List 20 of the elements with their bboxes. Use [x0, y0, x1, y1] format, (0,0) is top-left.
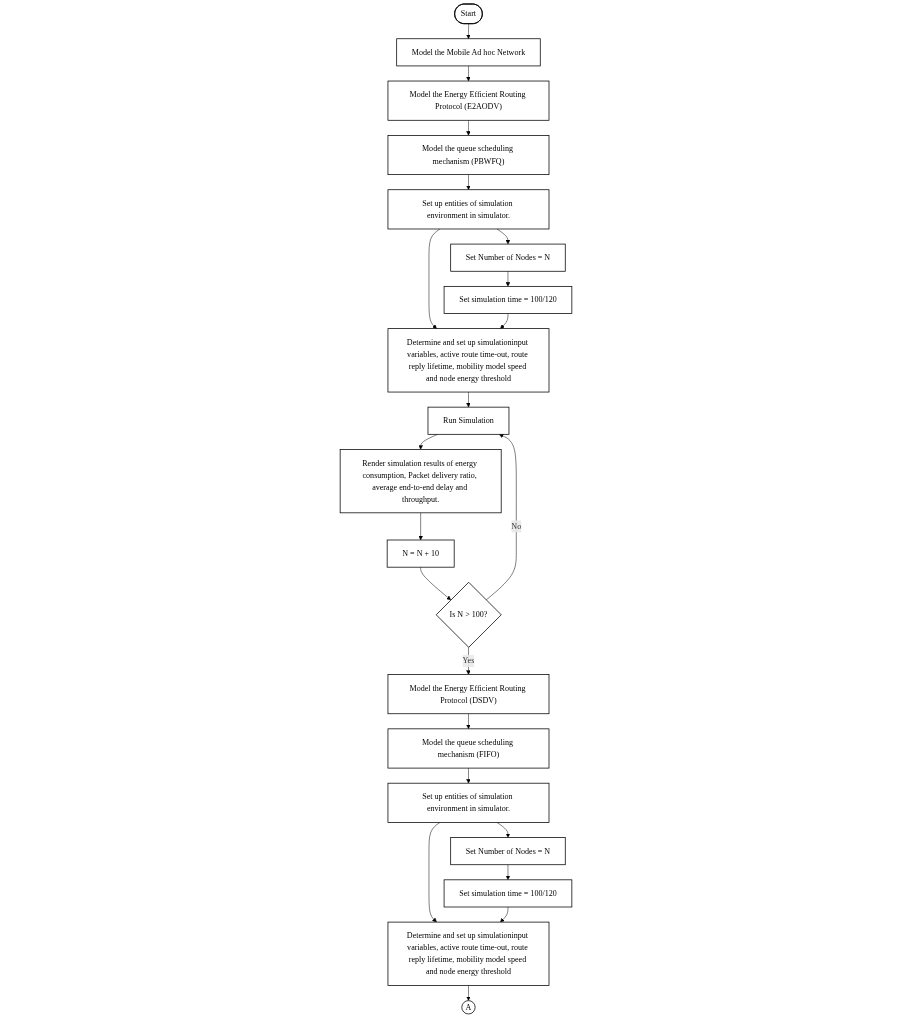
- node-box: Model the Mobile Ad hoc Network: [396, 38, 541, 67]
- node-box: Model the Energy Efficient Routing Protocol (DSDV): [387, 674, 550, 715]
- node-box: Set up entities of simulation environment in simulator.: [387, 782, 550, 823]
- node-box: Model the queue scheduling mechanism (PBWFQ): [387, 135, 550, 175]
- node-box: Render simulation results of energy consumption, Packet delivery ratio, average end-to-end delay and throughput.: [339, 449, 502, 514]
- node-box: Run Simulation: [427, 406, 510, 435]
- node-box: Set simulation time = 100/120: [443, 879, 573, 908]
- node-box: Determine and set up simulationinput variables, active route time-out, route reply lifetime, mobility model speed and node energy threshold: [387, 921, 550, 986]
- node-box: Set Number of Nodes = N: [450, 243, 566, 272]
- node-box: Set up entities of simulation environment in simulator.: [387, 189, 550, 230]
- node-box: Determine and set up simulationinput variables, active route time-out, route reply lifetime, mobility model speed and node energy threshold: [387, 328, 550, 393]
- node-circle: A: [461, 1000, 476, 1015]
- node-box: Set Number of Nodes = N: [450, 837, 566, 866]
- node-box: Model the Energy Efficient Routing Protocol (E2AODV): [387, 80, 550, 121]
- edge-label: Yes: [462, 656, 475, 665]
- node-box: Set simulation time = 100/120: [443, 286, 573, 314]
- edge-label: No: [511, 521, 522, 531]
- node-box: Model the queue scheduling mechanism (FIFO): [387, 728, 550, 769]
- node-box: N = N + 10: [386, 539, 455, 568]
- node-diamond: Is N > 100?: [435, 581, 502, 648]
